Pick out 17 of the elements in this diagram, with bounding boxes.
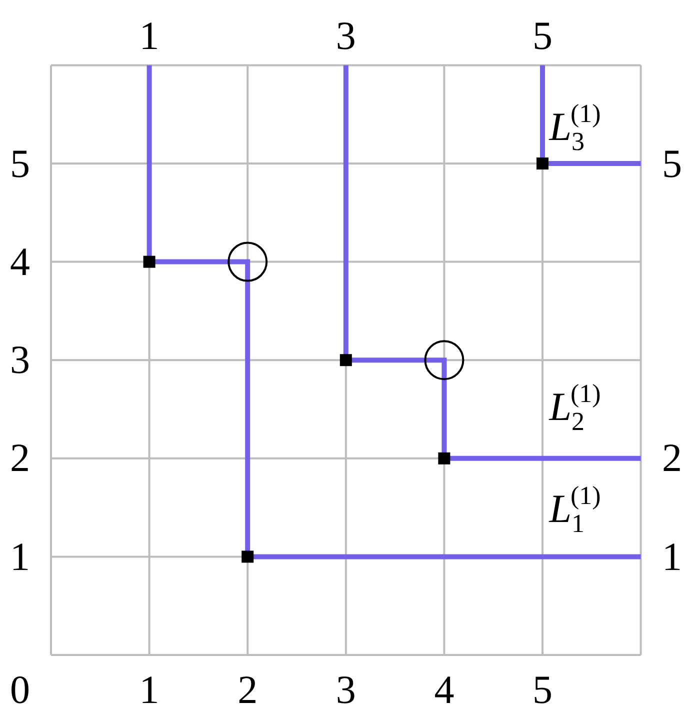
tick-label: 3 (336, 16, 356, 56)
tick-label: 1 (10, 536, 30, 577)
tick-label: 3 (10, 340, 30, 380)
tick-label: 3 (336, 670, 356, 710)
tick-label: 1 (139, 670, 160, 710)
tick-label: 2 (238, 670, 258, 710)
tick-label: 5 (532, 16, 552, 56)
tick-label: 5 (532, 670, 552, 710)
tick-label: 0 (10, 670, 30, 710)
tick-label: 1 (662, 536, 682, 577)
tick-label: 2 (10, 438, 30, 478)
tick-label: 4 (10, 242, 30, 282)
tick-label: 1 (139, 16, 160, 56)
tick-label: 5 (10, 144, 30, 184)
tick-label: 5 (662, 144, 682, 184)
tick-label: 4 (434, 670, 454, 710)
tick-label: 2 (662, 438, 682, 478)
